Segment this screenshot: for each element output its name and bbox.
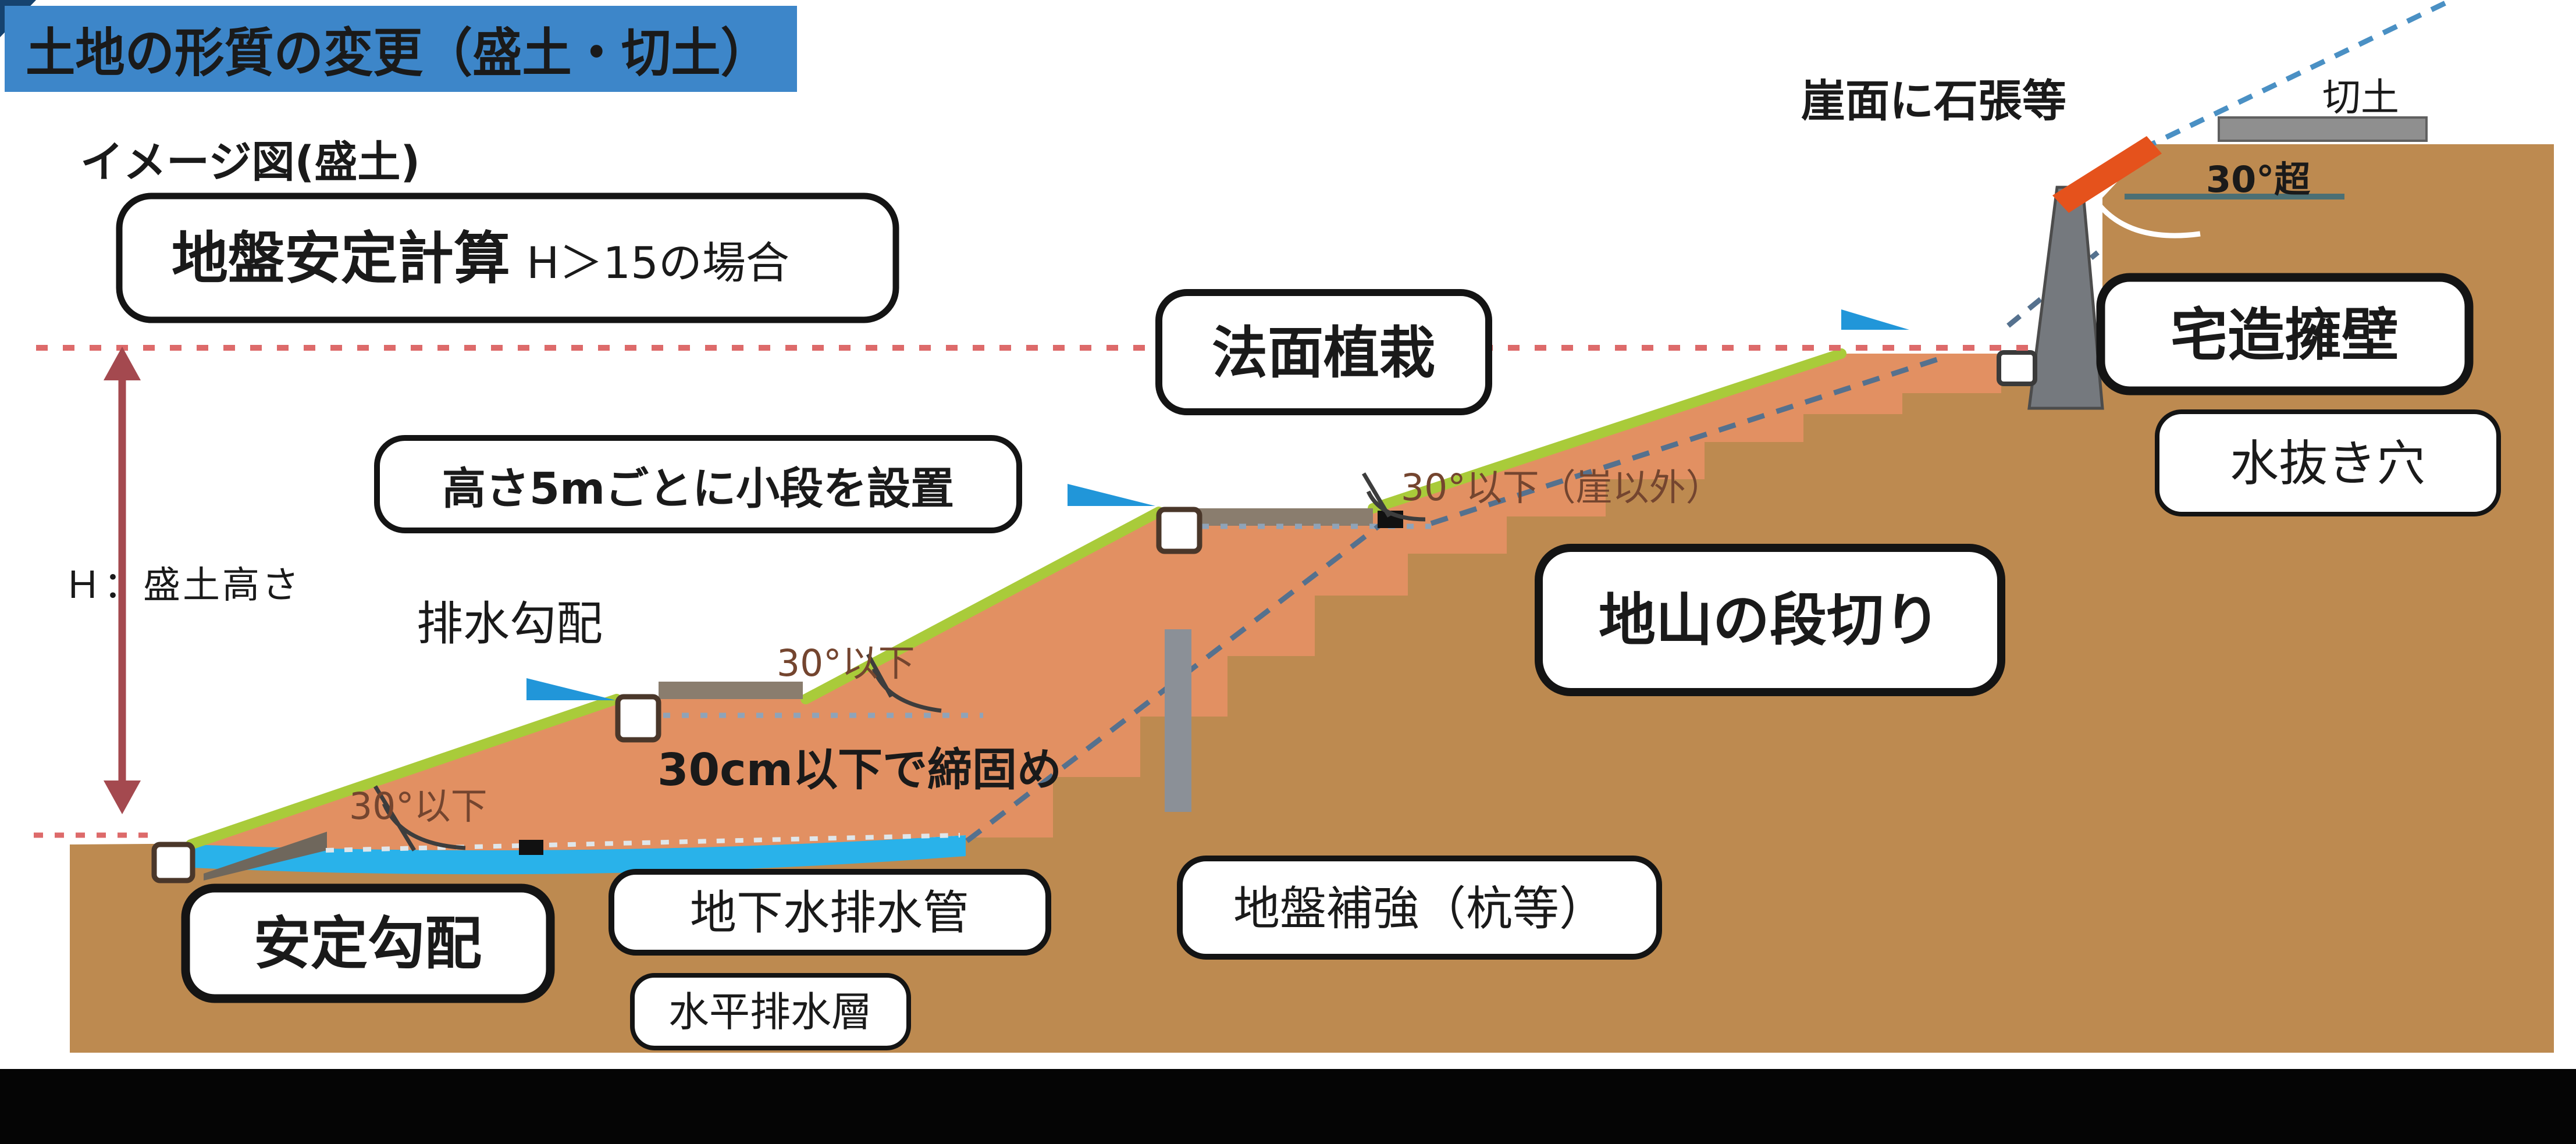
ground-line-dot-1: [519, 840, 543, 855]
svg-text:地下水排水管: 地下水排水管: [690, 886, 969, 940]
fill-height-label: Ｈ：盛土高さ: [64, 564, 301, 607]
base-boundary-dashes: [325, 833, 960, 853]
svg-text:地山の段切り: 地山の段切り: [1599, 587, 1941, 654]
stability-condition-label: H＞15の場合: [526, 237, 789, 288]
stone-facing-strip: [2052, 136, 2162, 213]
grass-slope-line-3: [1368, 348, 1846, 514]
callout-stability: 地盤安定計算 H＞15の場合: [116, 193, 899, 323]
drainage-triangle-icon-1: [526, 678, 615, 700]
drain-channel-berm-2: [1156, 507, 1202, 554]
natural-ground-body: [70, 144, 2554, 1053]
angle-over-arc-icon: [2097, 203, 2201, 238]
callout-hill-benching: 地山の段切り: [1535, 544, 2005, 696]
drain-channel-berm-1: [615, 694, 661, 743]
stone-facing-label: 崖面に石張等: [1801, 75, 2066, 127]
grass-slope-line-1: [186, 694, 622, 850]
angle-upper-label: 30°以下（崖以外）: [1401, 466, 1723, 509]
horizontal-drainage-layer-band: [192, 835, 966, 875]
drainage-gradient-label: 排水勾配: [417, 597, 603, 651]
grass-slope-line-2: [800, 507, 1164, 704]
callout-groundwater-drain-pipe: 地下水排水管: [609, 869, 1051, 956]
angle-over-label: 30°超: [2206, 158, 2311, 201]
angle-mid-label: 30°以下: [777, 642, 915, 685]
footer-black-bar: [0, 1069, 2576, 1144]
callout-slope-planting: 法面植栽: [1155, 289, 1492, 415]
svg-text:水平排水層: 水平排水層: [668, 988, 872, 1036]
reinforcement-pile: [1165, 629, 1191, 812]
drainage-triangle-icon-2: [1068, 484, 1155, 506]
retaining-wall-structure: [2027, 186, 2104, 410]
callout-stable-slope: 安定勾配: [181, 883, 555, 1003]
berm-bar-2: [1198, 508, 1373, 526]
callout-horizontal-drain-layer: 水平排水層: [630, 973, 911, 1050]
toe-drain-wedge: [204, 832, 327, 881]
angle-toe-label: 30°以下: [349, 785, 488, 828]
svg-text:法面植栽: 法面植栽: [1212, 320, 1435, 386]
fill-height-arrow: [104, 347, 141, 814]
svg-text:宅造擁壁: 宅造擁壁: [2171, 302, 2399, 369]
cut-original-ground-dashed: [2141, 0, 2450, 152]
svg-text:水抜き穴: 水抜き穴: [2230, 435, 2425, 492]
angle-arc-mid-icon: [866, 653, 942, 713]
berm-bar-1: [659, 682, 803, 699]
callout-ground-reinforcement: 地盤補強（杭等）: [1177, 856, 1662, 960]
drain-channel-wall-top: [1997, 350, 2037, 386]
diagram-caption: イメージ図(盛土): [80, 137, 420, 187]
page-title: 土地の形質の変更（盛土・切土）: [26, 23, 770, 84]
compaction-label: 30cm以下で締固め: [657, 744, 1062, 796]
title-banner: [5, 6, 797, 92]
callout-drain-hole: 水抜き穴: [2155, 409, 2501, 516]
svg-text:高さ5mごとに小段を設置: 高さ5mごとに小段を設置: [442, 463, 954, 514]
drainage-triangle-icon-3: [1841, 309, 1909, 330]
stability-main-label: 地盤安定計算: [172, 226, 510, 291]
svg-text:地盤補強（杭等）: 地盤補強（杭等）: [1233, 882, 1606, 936]
svg-text:安定勾配: 安定勾配: [254, 911, 482, 977]
callout-bench-interval: 高さ5mごとに小段を設置: [374, 435, 1022, 533]
cut-earth-bench-bar: [2218, 116, 2428, 142]
cut-earth-label: 切土: [2322, 75, 2399, 120]
callout-retaining-wall: 宅造擁壁: [2096, 273, 2474, 395]
drain-channel-ground: [151, 842, 195, 883]
angle-arc-upper-icon: [1361, 472, 1426, 522]
angle-arc-toe-icon: [373, 785, 466, 851]
